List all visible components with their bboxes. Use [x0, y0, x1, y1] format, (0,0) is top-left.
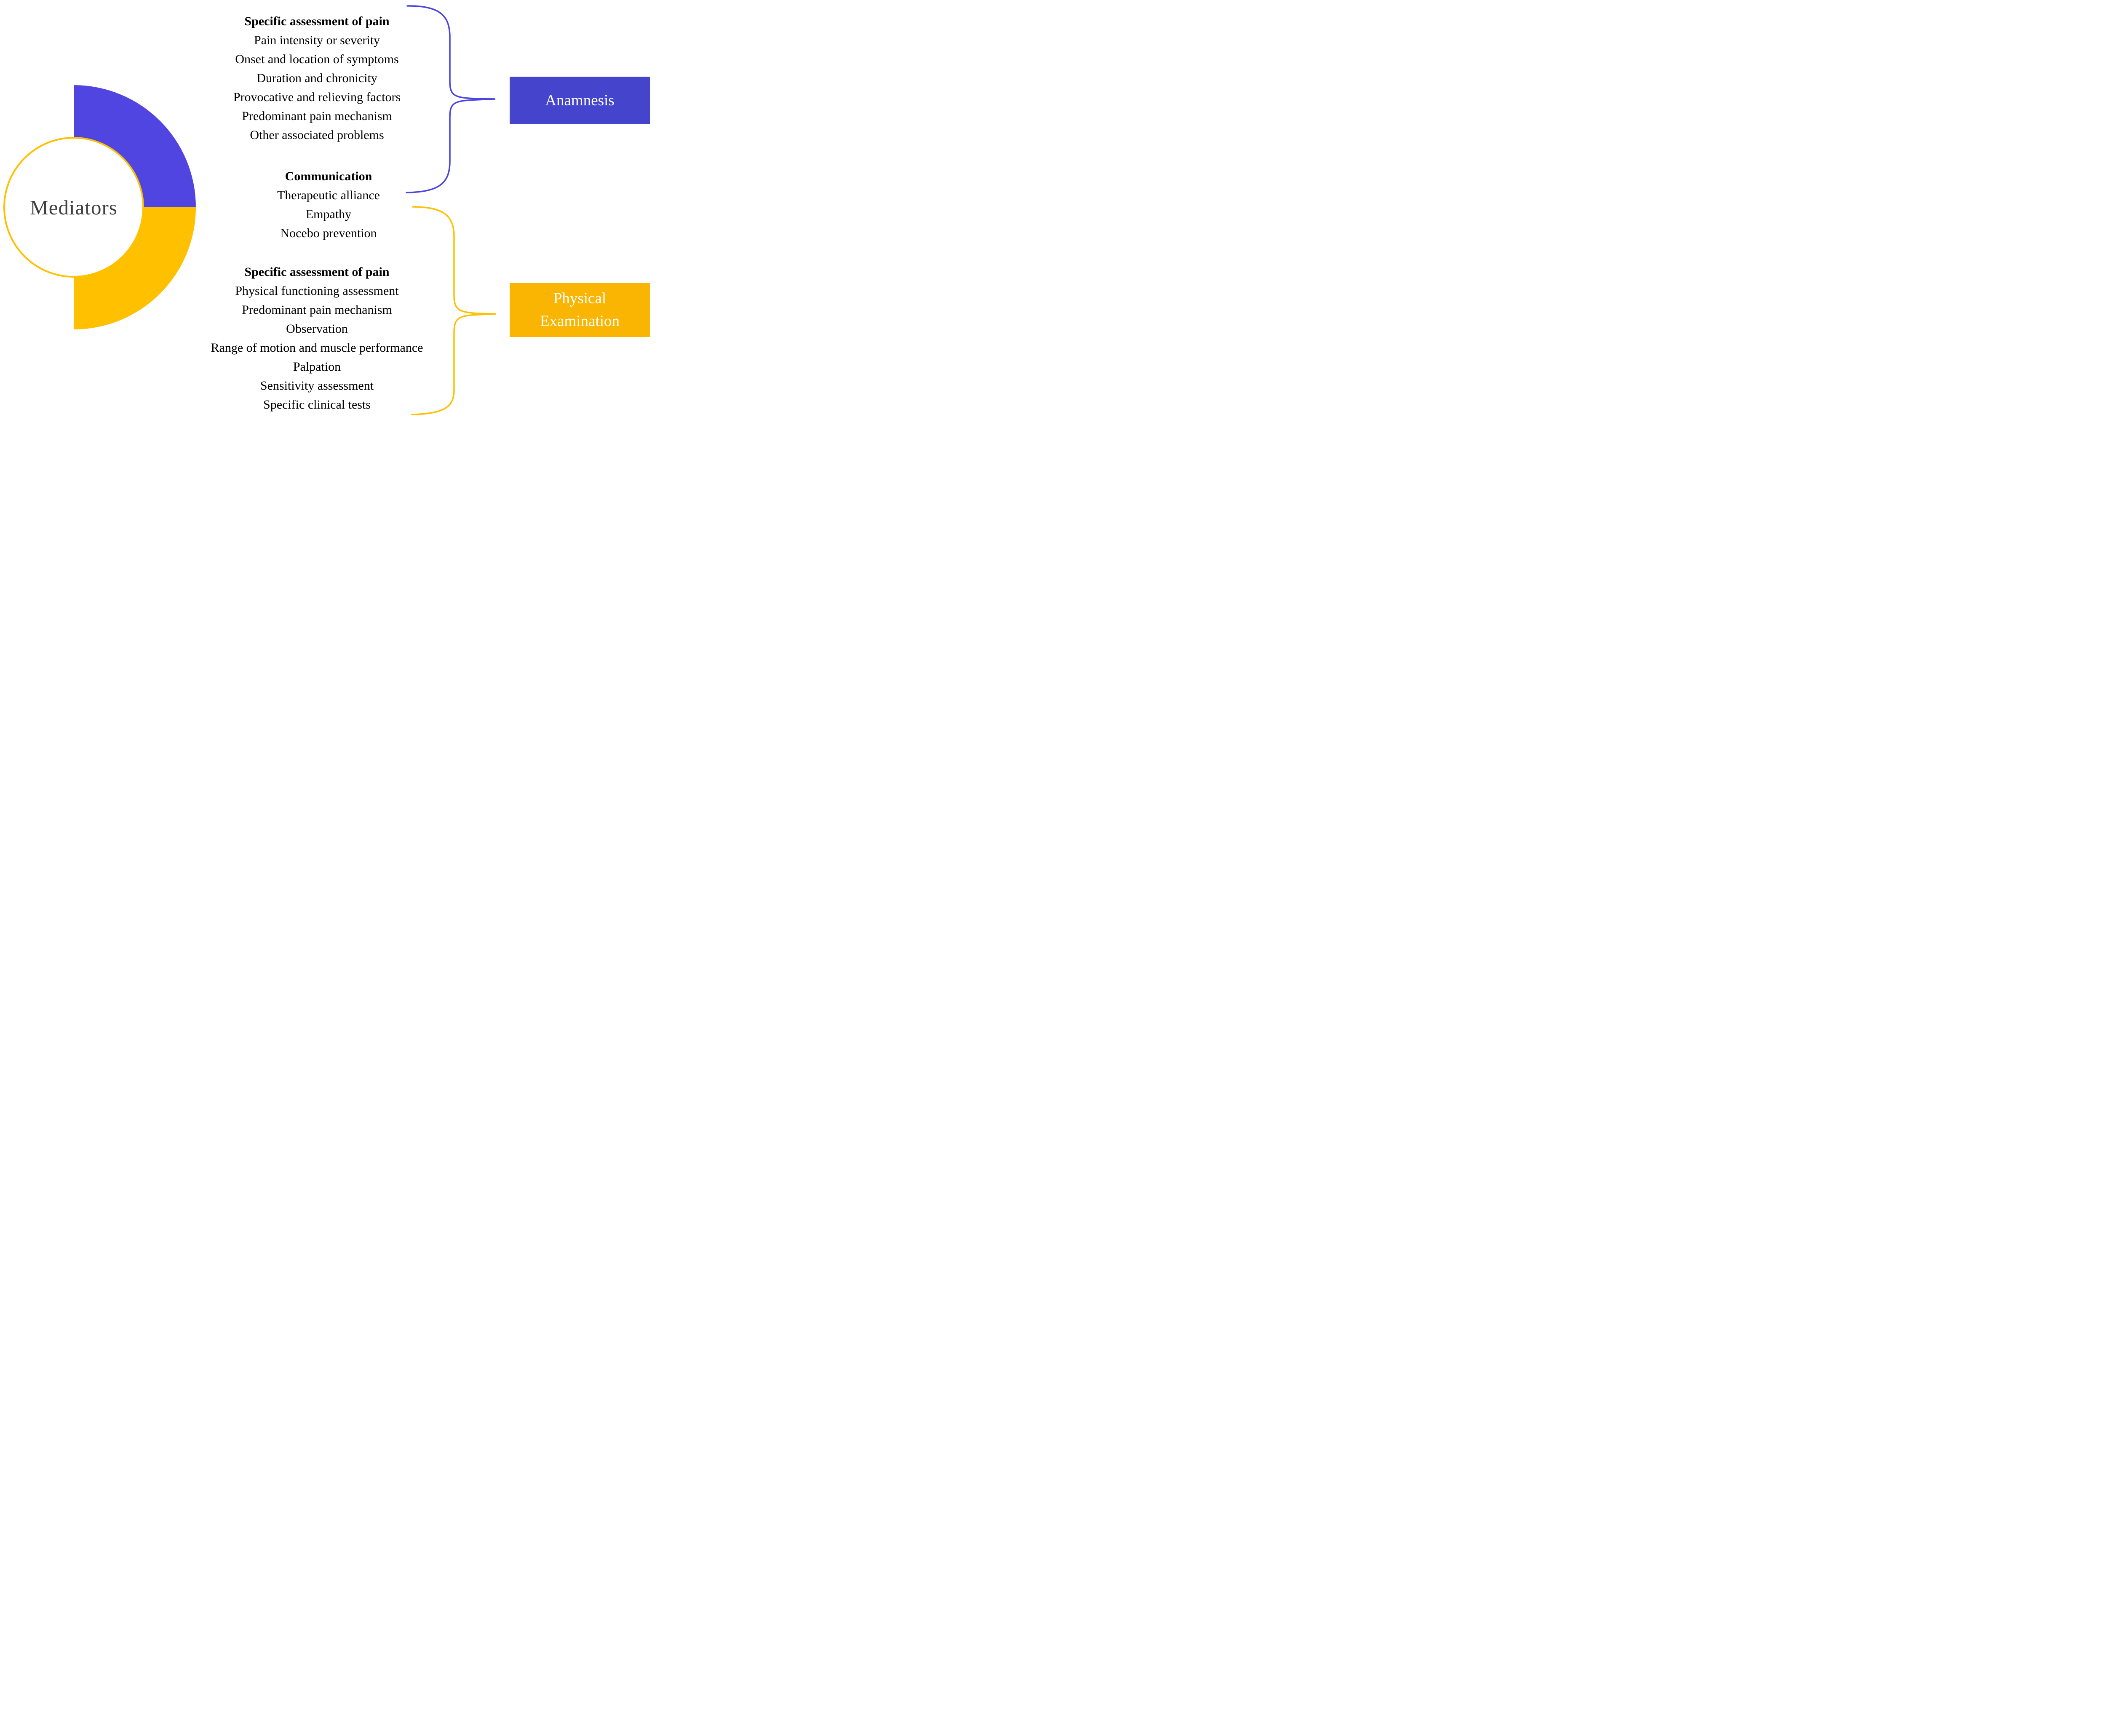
physical-pain-block: Specific assessment of pain Physical fun… [181, 262, 453, 414]
list-item: Pain intensity or severity [254, 33, 380, 47]
list-item: Predominant pain mechanism [242, 303, 392, 317]
list-item: Palpation [293, 360, 341, 374]
list-item: Observation [286, 322, 348, 336]
list-item: Therapeutic alliance [277, 188, 380, 202]
list-item: Provocative and relieving factors [233, 90, 401, 104]
mediators-text-column: Specific assessment of pain Pain intensi… [181, 12, 453, 414]
block-header: Communication [285, 169, 372, 183]
list-item: Onset and location of symptoms [235, 52, 399, 66]
physical-examination-box-label: Physical Examination [540, 290, 620, 330]
list-item: Predominant pain mechanism [242, 109, 392, 123]
list-item: Duration and chronicity [257, 71, 377, 85]
figure-canvas: Mediators Specific assessment of pain Pa… [0, 0, 651, 417]
anamnesis-box: Anamnesis [510, 77, 650, 124]
anamnesis-box-label: Anamnesis [545, 91, 615, 109]
list-item: Range of motion and muscle performance [211, 341, 423, 355]
communication-block: Communication Therapeutic alliance Empat… [204, 167, 453, 243]
list-item: Specific clinical tests [263, 398, 371, 412]
list-item: Other associated problems [250, 128, 384, 142]
list-item: Nocebo prevention [280, 226, 377, 240]
block-header: Specific assessment of pain [244, 14, 390, 28]
mediators-circle: Mediators [3, 137, 144, 278]
list-item: Sensitivity assessment [260, 379, 374, 393]
anamnesis-pain-block: Specific assessment of pain Pain intensi… [181, 12, 453, 144]
list-item: Physical functioning assessment [235, 284, 399, 298]
block-header: Specific assessment of pain [244, 265, 390, 279]
list-item: Empathy [305, 207, 352, 221]
mediators-label: Mediators [30, 195, 118, 219]
physical-examination-box: Physical Examination [510, 283, 650, 337]
